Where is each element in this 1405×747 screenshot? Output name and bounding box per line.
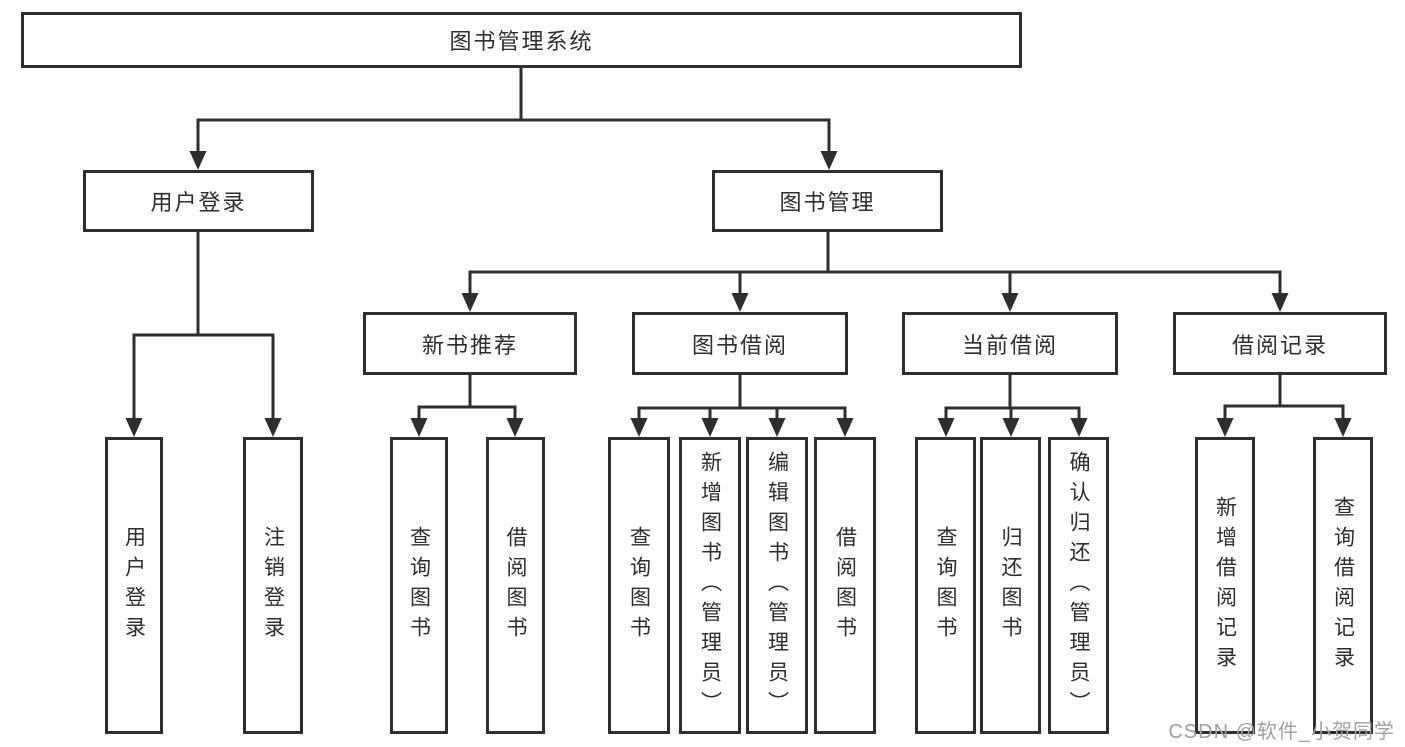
- leaf-query-borrow-record: 查询借阅记录: [1313, 437, 1373, 734]
- leaf-borrow-books-recommend: 借阅图书: [486, 437, 545, 734]
- leaf-borrow-books: 借阅图书: [814, 437, 876, 734]
- leaf-user-login: 用户登录: [105, 437, 163, 734]
- leaf-query-books-current: 查询图书: [915, 437, 976, 734]
- leaf-logout: 注销登录: [243, 437, 303, 734]
- node-book-management: 图书管理: [712, 170, 943, 232]
- leaf-return-books: 归还图书: [980, 437, 1041, 734]
- leaf-query-books-borrow: 查询图书: [608, 437, 670, 734]
- leaf-add-book-admin: 新增图书（管理员）: [679, 437, 741, 734]
- leaf-add-borrow-record: 新增借阅记录: [1195, 437, 1255, 734]
- leaf-edit-book-admin: 编辑图书（管理员）: [746, 437, 808, 734]
- node-borrow-records: 借阅记录: [1173, 312, 1387, 375]
- leaf-confirm-return-admin: 确认归还（管理员）: [1048, 437, 1109, 734]
- node-root: 图书管理系统: [21, 12, 1022, 68]
- node-new-book-recommend: 新书推荐: [363, 312, 577, 375]
- csdn-watermark: CSDN @软件_小贺同学: [1168, 721, 1395, 743]
- node-user-login-branch: 用户登录: [83, 170, 314, 232]
- node-current-borrow: 当前借阅: [902, 312, 1118, 375]
- node-book-borrow: 图书借阅: [632, 312, 848, 375]
- leaf-query-books-recommend: 查询图书: [390, 437, 448, 734]
